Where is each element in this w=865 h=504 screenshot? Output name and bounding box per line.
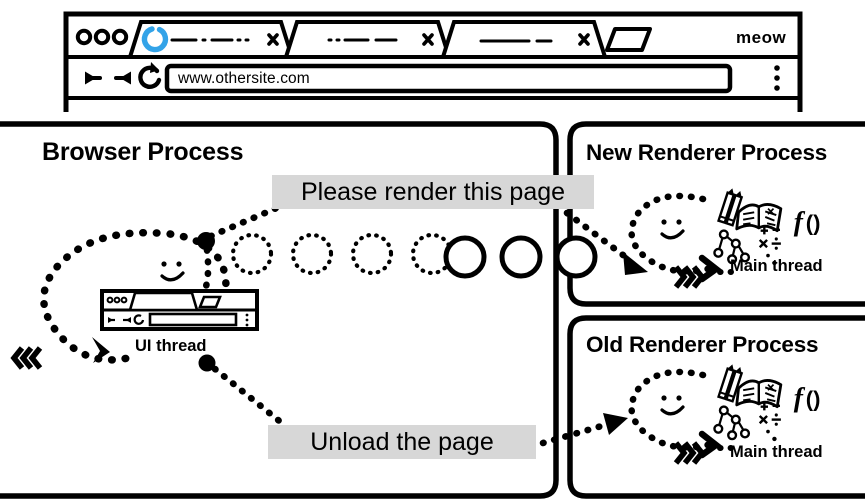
address-bar-text[interactable]: www.othersite.com <box>178 70 310 87</box>
render-message-connector <box>201 200 290 294</box>
ui-thread-icon <box>100 289 259 331</box>
browser-brand-label: meow <box>736 28 787 47</box>
tab-active[interactable] <box>127 20 295 59</box>
new-renderer-main-thread-label: Main thread <box>730 257 823 275</box>
unload-message-connector <box>198 354 287 428</box>
task-queue <box>197 232 598 279</box>
tab-close-icon[interactable] <box>422 33 434 46</box>
back-icon[interactable] <box>85 71 102 85</box>
reload-icon[interactable] <box>138 62 162 89</box>
browser-menu-icon[interactable] <box>774 65 780 91</box>
arrow-to-new-renderer <box>563 209 648 275</box>
ui-thread-loop-arrow <box>40 228 230 364</box>
address-bar[interactable] <box>164 63 733 94</box>
old-renderer-process-title: Old Renderer Process <box>586 332 819 357</box>
window-controls[interactable] <box>75 28 129 46</box>
render-message-callout: Please render this page <box>272 175 594 209</box>
tab-close-icon[interactable] <box>578 33 590 46</box>
ui-thread-label: UI thread <box>135 337 207 355</box>
browser-process-title: Browser Process <box>42 138 244 166</box>
old-renderer-process-panel <box>567 315 865 499</box>
new-tab-button[interactable] <box>605 27 652 52</box>
loading-spinner-icon <box>141 26 169 53</box>
browser-process-panel <box>0 121 559 499</box>
unload-message-callout: Unload the page <box>268 425 536 459</box>
tab-second[interactable] <box>283 20 452 59</box>
old-renderer-main-thread-label: Main thread <box>730 443 823 461</box>
tab-third[interactable] <box>440 20 608 59</box>
arrow-to-old-renderer <box>539 413 628 447</box>
forward-icon[interactable] <box>114 71 131 85</box>
queue-solid-circles <box>443 235 598 279</box>
tab-close-icon[interactable] <box>267 33 279 46</box>
new-renderer-process-title: New Renderer Process <box>586 140 828 165</box>
